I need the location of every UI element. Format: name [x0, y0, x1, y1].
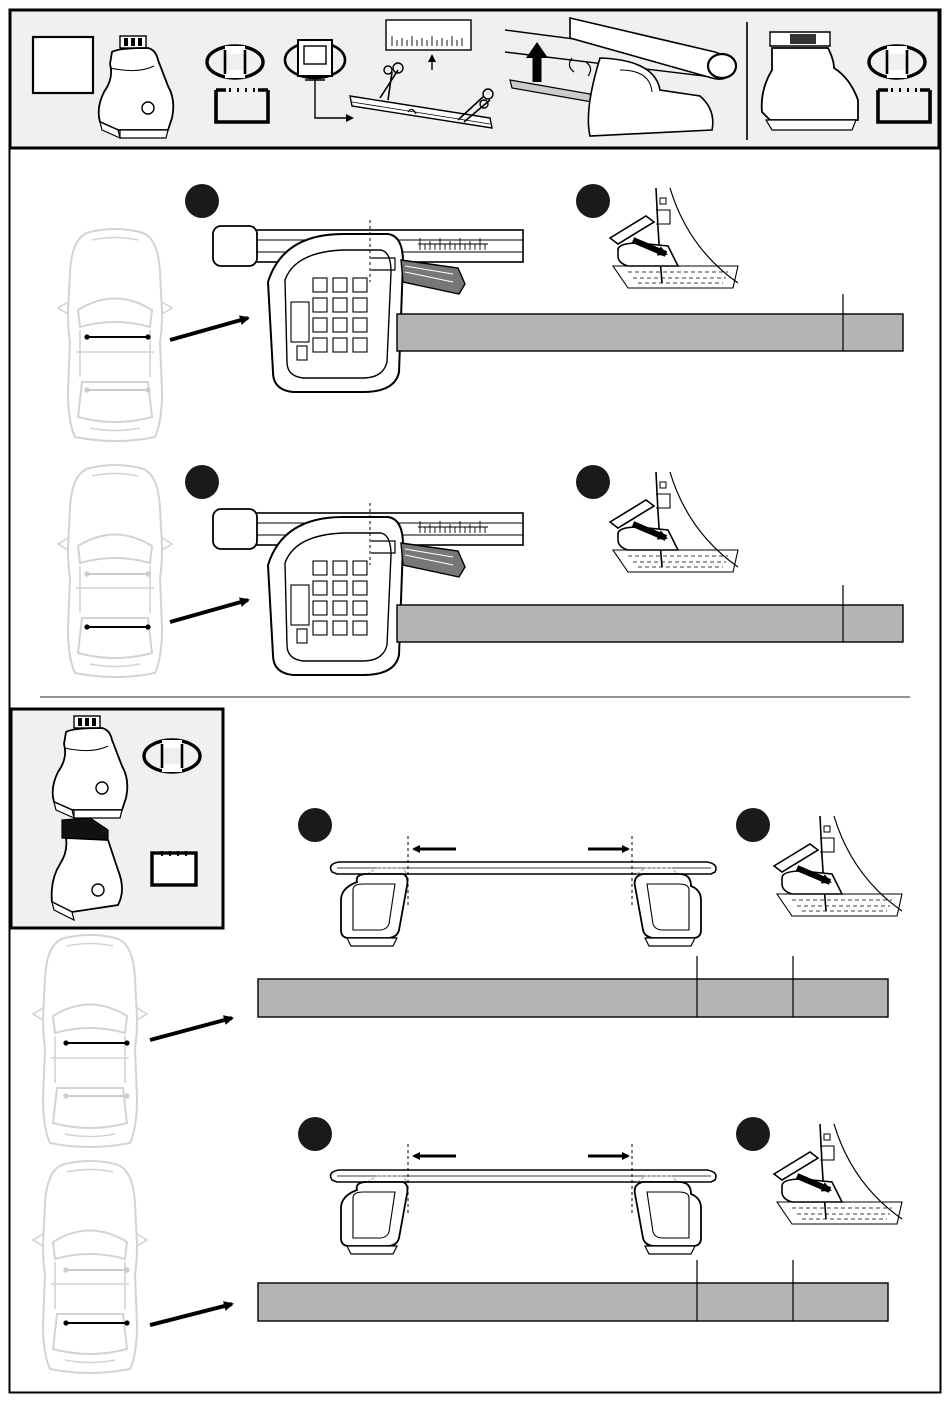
pointer-arrow-icon — [150, 1304, 232, 1325]
pointer-arrow-icon — [150, 1018, 232, 1040]
car-top-view-icon — [58, 465, 172, 677]
bar-clamp-detail-icon — [213, 503, 523, 675]
step-badge — [736, 808, 770, 842]
bar-with-feet-icon — [331, 862, 716, 946]
foot-on-door-frame-icon — [774, 1124, 902, 1224]
upper-step-rear — [58, 465, 903, 677]
pointer-arrow-icon — [170, 318, 248, 340]
bar-clamp-detail-icon — [213, 220, 523, 392]
step-badge — [298, 1117, 332, 1151]
step-number-box — [33, 37, 93, 93]
step-badge — [185, 184, 219, 218]
bar-with-feet-icon — [331, 1170, 716, 1254]
measurement-bar — [397, 314, 903, 351]
pointer-arrow-icon — [170, 600, 248, 622]
step-badge — [576, 184, 610, 218]
rail-profile-square-icon-3 — [152, 851, 196, 885]
foot-on-door-frame-icon — [610, 472, 738, 572]
upper-step-front — [58, 184, 903, 441]
step-badge — [576, 465, 610, 499]
measurement-bar — [397, 605, 903, 642]
lower-step-rear — [33, 1117, 902, 1373]
car-top-view-icon — [33, 1161, 147, 1373]
step-badge — [736, 1117, 770, 1151]
foot-on-door-frame-icon — [610, 188, 738, 288]
car-top-view-icon — [58, 229, 172, 441]
header-panel — [10, 10, 939, 148]
step-badge — [298, 808, 332, 842]
car-top-view-icon — [33, 935, 147, 1147]
foot-on-door-frame-icon — [774, 816, 902, 916]
lower-variant-panel — [11, 709, 223, 928]
step-badge — [185, 465, 219, 499]
